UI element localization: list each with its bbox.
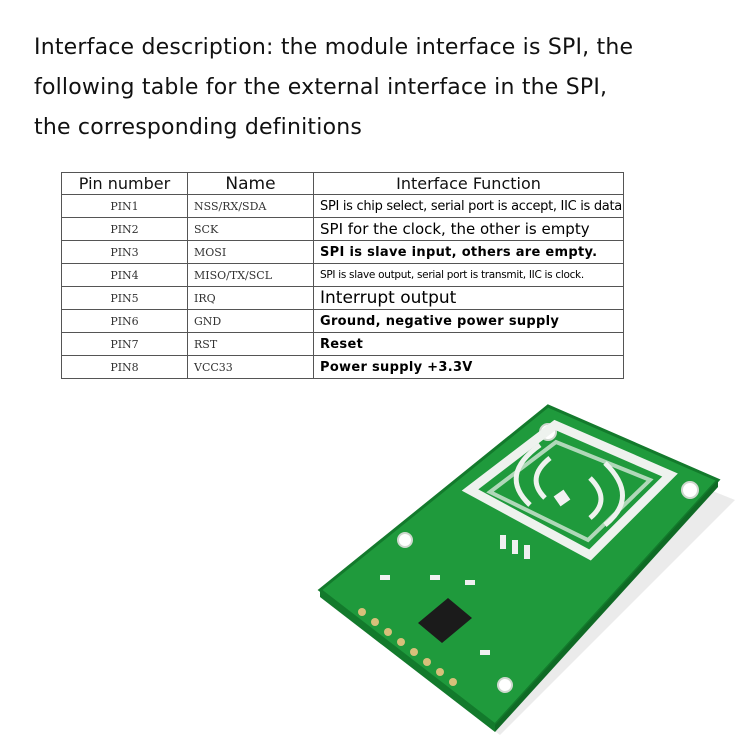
description-line: following table for the external interfa…	[34, 75, 608, 100]
pcb-edge	[320, 590, 495, 732]
function-cell: Power supply +3.3V	[313, 355, 624, 379]
table-header-row: Pin number Name Interface Function	[61, 172, 624, 195]
smd-components	[380, 535, 530, 655]
header-pin-number: Pin number	[61, 172, 188, 195]
pin-cell: PIN8	[61, 355, 188, 379]
function-cell: SPI for the clock, the other is empty	[313, 217, 624, 241]
pin-cell: PIN1	[61, 194, 188, 218]
header-pins	[358, 608, 457, 686]
header-interface-function: Interface Function	[313, 172, 624, 195]
name-cell: GND	[187, 309, 314, 333]
function-cell: SPI is slave input, others are empty.	[313, 240, 624, 264]
function-cell: Reset	[313, 332, 624, 356]
table-row: PIN6 GND Ground, negative power supply	[61, 309, 624, 333]
name-cell: NSS/RX/SDA	[187, 194, 314, 218]
table-row: PIN5 IRQ Interrupt output	[61, 286, 624, 310]
function-cell: Ground, negative power supply	[313, 309, 624, 333]
mounting-hole	[497, 677, 513, 693]
pin-cell: PIN7	[61, 332, 188, 356]
name-cell: MOSI	[187, 240, 314, 264]
table-row: PIN4 MISO/TX/SCL SPI is slave output, se…	[61, 263, 624, 287]
table-row: PIN8 VCC33 Power supply +3.3V	[61, 355, 624, 379]
table-row: PIN2 SCK SPI for the clock, the other is…	[61, 217, 624, 241]
interface-description: Interface description: the module interf…	[34, 28, 724, 148]
pin-cell: PIN4	[61, 263, 188, 287]
table-row: PIN3 MOSI SPI is slave input, others are…	[61, 240, 624, 264]
description-line: Interface description: the module interf…	[34, 35, 634, 60]
name-cell: MISO/TX/SCL	[187, 263, 314, 287]
table-row: PIN7 RST Reset	[61, 332, 624, 356]
pcb-edge	[495, 480, 718, 732]
antenna-center-pad	[553, 489, 571, 507]
pin-definition-table: Pin number Name Interface Function PIN1 …	[61, 172, 624, 379]
rfid-module-photo	[317, 404, 735, 735]
main-chip	[418, 598, 472, 643]
pin-cell: PIN3	[61, 240, 188, 264]
pin-cell: PIN6	[61, 309, 188, 333]
function-cell: SPI is chip select, serial port is accep…	[313, 194, 624, 218]
function-cell: Interrupt output	[313, 286, 624, 310]
name-cell: IRQ	[187, 286, 314, 310]
table-row: PIN1 NSS/RX/SDA SPI is chip select, seri…	[61, 194, 624, 218]
description-line: the corresponding definitions	[34, 115, 363, 140]
header-name: Name	[187, 172, 314, 195]
pin-cell: PIN2	[61, 217, 188, 241]
function-cell: SPI is slave output, serial port is tran…	[313, 263, 624, 287]
mounting-hole	[681, 481, 699, 499]
name-cell: VCC33	[187, 355, 314, 379]
name-cell: RST	[187, 332, 314, 356]
mounting-hole	[397, 532, 413, 548]
pin-cell: PIN5	[61, 286, 188, 310]
antenna-arcs	[513, 442, 625, 527]
antenna-coil	[461, 419, 678, 561]
name-cell: SCK	[187, 217, 314, 241]
